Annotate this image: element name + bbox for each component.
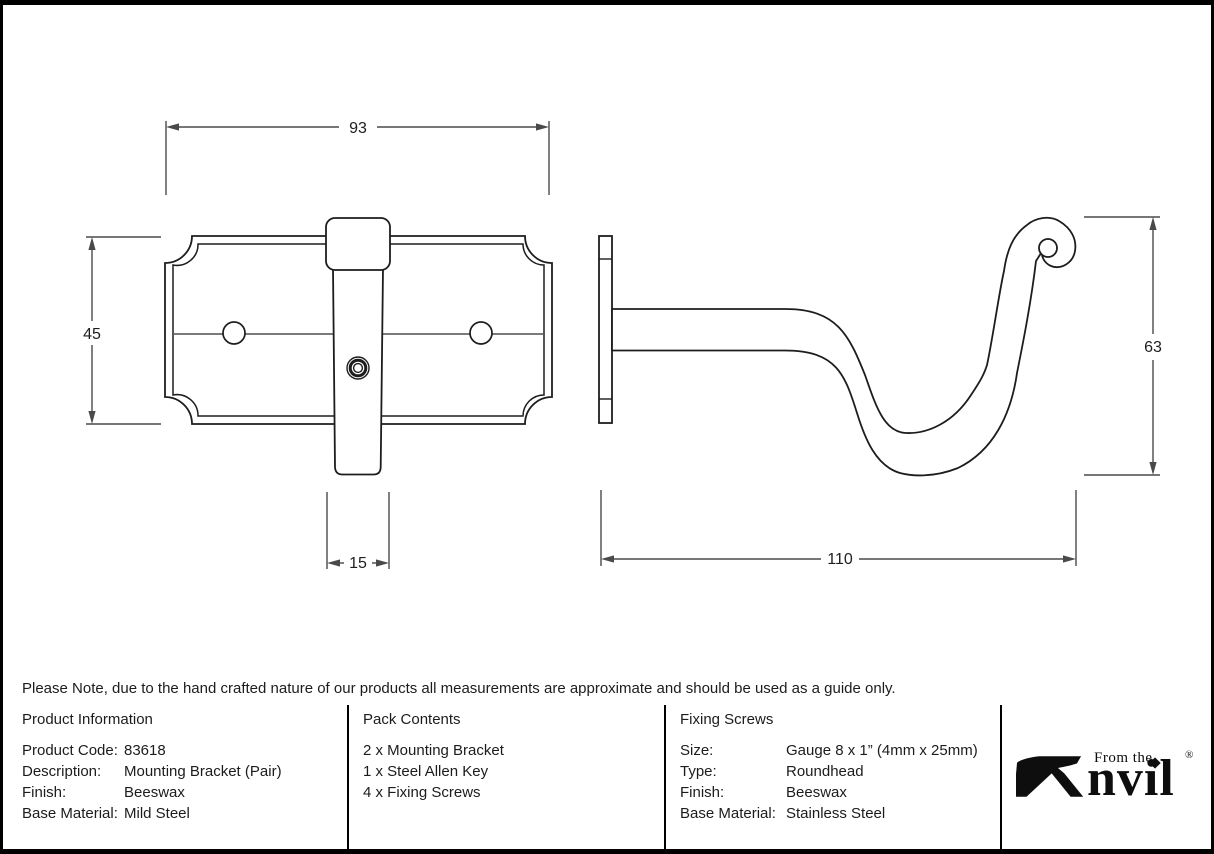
arrow-right-icon — [376, 559, 389, 567]
row-value: Roundhead — [786, 763, 864, 780]
dimension-projection — [600, 490, 1077, 566]
dimension-plate-width — [165, 121, 550, 195]
dim-hook-height-value: 63 — [1144, 339, 1162, 356]
dim-plate-width-value: 93 — [349, 120, 367, 137]
wall-plate-side — [598, 235, 613, 424]
arrow-left-icon — [601, 555, 614, 563]
arrow-up-icon — [88, 237, 96, 250]
row-value: Beeswax — [124, 784, 185, 801]
row-label: Base Material: — [680, 805, 776, 822]
hook-profile — [611, 216, 1077, 477]
fixing-screws-header: Fixing Screws — [680, 711, 774, 728]
front-view-drawing: 93 45 — [83, 120, 553, 572]
screw-hole-left — [222, 321, 246, 345]
product-information-header: Product Information — [22, 711, 153, 728]
divider-product-pack — [347, 705, 349, 849]
pack-item: 2 x Mounting Bracket — [363, 742, 504, 759]
screw-hole-right — [469, 321, 493, 345]
pack-item: 1 x Steel Allen Key — [363, 763, 489, 780]
row-value: Gauge 8 x 1” (4mm x 25mm) — [786, 742, 978, 759]
dimension-plate-height — [86, 236, 161, 425]
dimension-hook-height — [1084, 216, 1160, 476]
row-label: Product Code: — [22, 742, 118, 759]
arrow-down-icon — [1149, 462, 1157, 475]
row-label: Size: — [680, 742, 714, 759]
grub-screw — [346, 356, 370, 380]
dim-plate-height-value: 45 — [83, 326, 101, 343]
arrow-right-icon — [536, 123, 549, 131]
row-label: Description: — [22, 763, 102, 780]
dim-arm-width-value: 15 — [349, 555, 367, 572]
row-label: Base Material: — [22, 805, 118, 822]
divider-pack-fixing — [664, 705, 666, 849]
row-value: Mild Steel — [124, 805, 190, 822]
technical-drawing: 93 45 — [83, 120, 1162, 572]
arrow-down-icon — [88, 411, 96, 424]
pack-item: 4 x Fixing Screws — [363, 784, 481, 801]
measurement-note: Please Note, due to the hand crafted nat… — [22, 680, 896, 697]
pack-contents-header: Pack Contents — [363, 711, 461, 728]
arrow-left-icon — [166, 123, 179, 131]
arrow-right-icon — [1063, 555, 1076, 563]
registered-trademark-symbol: ® — [1185, 749, 1194, 761]
header-underline — [3, 3, 1001, 5]
row-value: Stainless Steel — [786, 805, 886, 822]
logo-name-text: nvil — [1087, 750, 1175, 807]
row-value: 83618 — [124, 742, 166, 759]
divider-fixing-logo — [1000, 705, 1002, 849]
anvil-icon — [1016, 756, 1084, 797]
back-plate-inner-outline — [172, 243, 545, 417]
row-label: Finish: — [22, 784, 67, 801]
row-value: Beeswax — [786, 784, 847, 801]
logo-prefix-text: From the — [1094, 750, 1153, 766]
row-value: Mounting Bracket (Pair) — [124, 763, 282, 780]
arm-top-block — [325, 217, 391, 271]
arrow-up-icon — [1149, 217, 1157, 230]
arrow-left-icon — [327, 559, 340, 567]
hook-curl-spiral — [1038, 238, 1058, 258]
row-label: Finish: — [680, 784, 725, 801]
dim-projection-value: 110 — [827, 551, 853, 568]
side-view-drawing: 63 110 — [598, 216, 1162, 568]
row-label: Type: — [680, 763, 717, 780]
